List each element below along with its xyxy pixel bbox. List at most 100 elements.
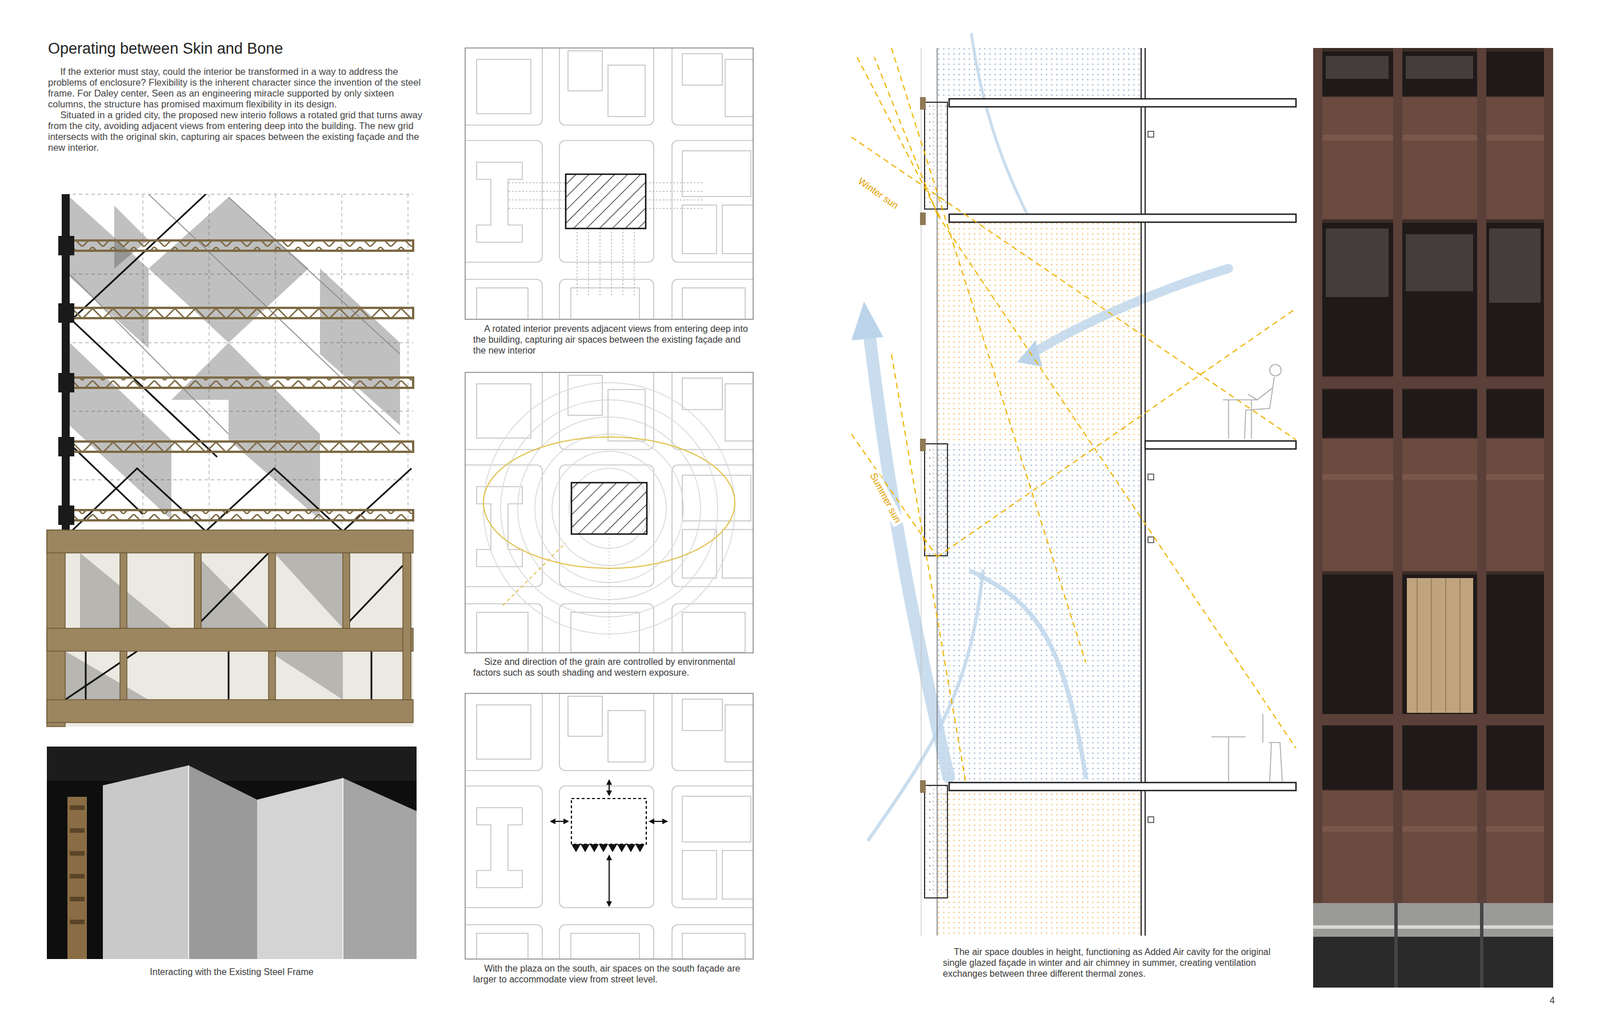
steel-frame-elevation-part-part (268, 651, 276, 700)
facade-section-part-part (851, 137, 1296, 440)
site-plan-rotated-grid-part-part (508, 182, 566, 184)
site-plan-rotated-grid-part-part (611, 228, 612, 298)
figure-caption: Size and direction of the grain are cont… (473, 656, 749, 679)
facade-section-part-part (1148, 537, 1154, 543)
site-plan-plaza-part-part (608, 856, 610, 907)
page-title: Operating between Skin and Bone (48, 40, 283, 58)
steel-frame-elevation-part-part (65, 651, 138, 700)
site-plan-sun-path (459, 366, 764, 662)
site-plan-rotated-grid-part-part (645, 191, 703, 192)
facade-photo-part-part (1322, 222, 1394, 376)
facade-photo-part (1417, 578, 1460, 714)
site-plan-rotated-grid-part-part (600, 228, 601, 298)
steel-frame-elevation-part-part (402, 553, 411, 700)
site-plan-sun-path-part (502, 542, 566, 606)
model-photo-part (188, 765, 258, 960)
steel-frame-elevation-part-part (58, 373, 75, 393)
site-plan-plaza-part-part (459, 688, 764, 983)
facade-section-part-part (971, 571, 1086, 778)
facade-photo-part-part (1480, 903, 1484, 988)
steel-frame-elevation-part-part (66, 441, 414, 452)
facade-section-part-part (920, 97, 926, 110)
steel-frame-elevation-part-part (274, 553, 343, 629)
site-plan-rotated-grid-part-part (645, 200, 703, 201)
steel-frame-elevation-part-part (268, 553, 276, 629)
steel-frame-elevation-part-part (58, 437, 75, 457)
facade-section-part (851, 48, 1296, 783)
site-plan-rotated-grid-part (459, 42, 764, 337)
facade-section-part (921, 48, 1146, 936)
facade-photo-part-part (1486, 51, 1544, 96)
facade-section-part (949, 98, 1296, 791)
steel-frame-elevation-part (46, 530, 414, 727)
sun-label: Winter sun (853, 173, 903, 214)
model-photo-part (46, 746, 417, 782)
facade-section-part (1017, 340, 1043, 367)
facade-section-part-part (924, 102, 948, 210)
steel-frame-elevation-part-part (69, 342, 172, 520)
facade-section-part (1211, 364, 1283, 782)
steel-frame-elevation-part-part (85, 651, 87, 700)
facade-photo-part-part (1402, 574, 1478, 715)
steel-frame-elevation-part-part (228, 197, 400, 355)
facade-photo-part-part (1477, 48, 1487, 904)
facade-section-part-part (891, 48, 1086, 663)
facade-photo-part-part (1416, 578, 1418, 714)
facade-section-part-part (1145, 441, 1296, 450)
facade-section-part-part (1250, 400, 1252, 439)
site-plan-plaza-part-part (608, 780, 610, 796)
facade-photo-part-part (1402, 725, 1478, 790)
site-plan-plaza-part (571, 844, 645, 853)
steel-frame-elevation-part-part (46, 700, 414, 723)
facade-section-part-part (1031, 268, 1229, 355)
body-paragraph: Situated in a grided city, the proposed … (48, 109, 429, 154)
steel-frame-elevation-part-part (342, 553, 350, 629)
model-photo-part (257, 778, 343, 960)
facade-photo-part-part (1313, 48, 1323, 904)
model-photo-part (342, 778, 417, 960)
model-photo-part (46, 746, 417, 960)
steel-frame-elevation-part-part (69, 197, 149, 349)
facade-photo-part (1313, 903, 1554, 988)
facade-section-part-part (1148, 131, 1154, 138)
model-photo-part-part (69, 920, 85, 925)
facade-section-part (868, 34, 1229, 840)
site-plan-sun-path-part-part (459, 366, 764, 662)
steel-frame-elevation-part-part (66, 479, 414, 480)
facade-section-part-part (891, 354, 966, 783)
model-photo-part (67, 797, 87, 960)
site-plan-rotated-grid-part-part (459, 42, 764, 337)
steel-frame-elevation-part-part (66, 510, 414, 521)
facade-section-part-part (1148, 474, 1154, 480)
facade-photo-part-part (1405, 234, 1474, 292)
facade-section-part (937, 790, 1142, 936)
site-plan-sun-path-part (459, 366, 764, 662)
facade-section-part-part (1140, 48, 1142, 936)
steel-frame-elevation-part-part (66, 308, 414, 319)
site-plan-rotated-grid-part-part (508, 200, 566, 201)
facade-section (851, 34, 1296, 936)
facade-section-part-part (920, 780, 926, 794)
facade-section-part-part (937, 214, 1296, 749)
site-plan-sun-path-part (465, 372, 754, 654)
steel-frame-elevation-part (58, 236, 75, 526)
steel-frame-elevation-part (65, 553, 343, 700)
facade-photo-part-part (1544, 48, 1554, 904)
model-photo-part-part (69, 851, 85, 856)
figure-caption: The air space doubles in height, functio… (942, 946, 1293, 980)
steel-frame-elevation-part-part (370, 651, 373, 700)
steel-frame-elevation-part-part (228, 651, 230, 700)
facade-section-part-part (920, 212, 926, 226)
site-plan-plaza-part-part (550, 821, 568, 823)
facade-section-part (937, 441, 1142, 783)
facade-photo-part (1313, 134, 1554, 832)
facade-section-part-part (1228, 737, 1230, 782)
site-plan-rotated-grid-part-part (508, 208, 566, 210)
site-plan-rotated-grid-part-part (622, 228, 624, 298)
site-plan-rotated-grid-part-part (645, 182, 703, 184)
steel-frame-elevation-part-part (342, 565, 403, 629)
site-plan-rotated-grid-part-part (577, 228, 578, 298)
facade-section-part-part (1222, 399, 1258, 401)
